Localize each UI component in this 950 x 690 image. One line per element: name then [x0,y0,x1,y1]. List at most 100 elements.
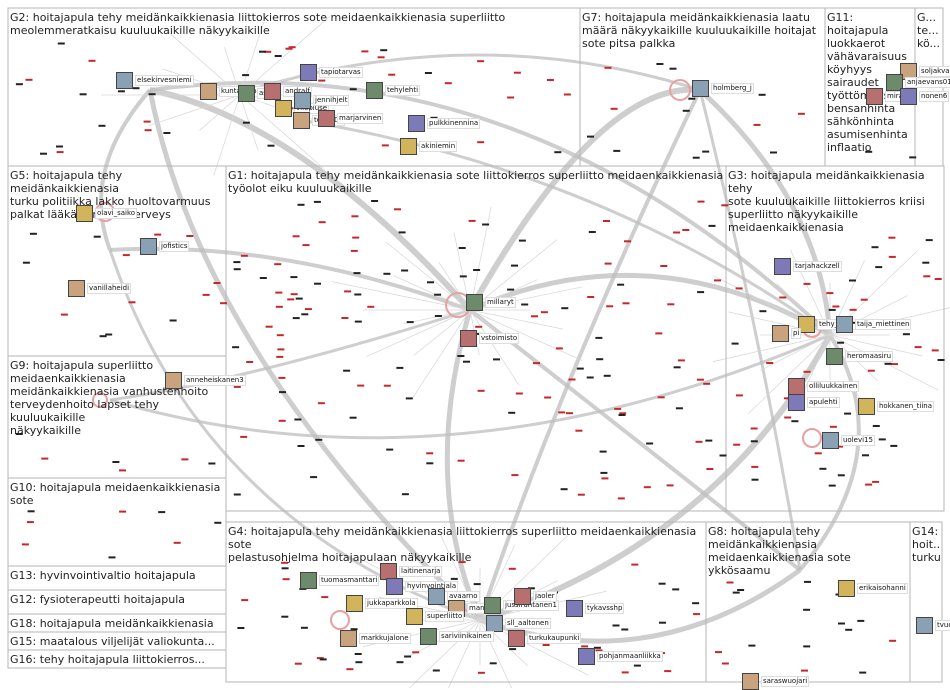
minor-node [566,412,573,415]
group-title-g_small: G... te... kö... [917,11,941,50]
minor-node [22,261,30,264]
minor-node [128,301,136,304]
node-tapiotarvas: tapiotarvas [300,64,363,81]
node-edge [469,309,524,354]
minor-node [735,287,743,290]
avatar [486,615,503,632]
node-marjarvinen: marjarvinen [318,110,384,127]
node-label: tvuola [935,620,950,631]
avatar [742,673,759,690]
minor-node [507,96,515,99]
node-label: tuomasmanttari [319,575,380,586]
node-label: markkujalone [359,633,411,644]
minor-node [804,580,811,583]
group-box-g14 [909,521,943,683]
group-edge [147,89,482,622]
group-title-g12: G12: fysioterapeutti hoitajapula [10,593,186,606]
minor-node [669,67,677,70]
minor-node [350,249,358,252]
minor-node [878,438,886,441]
node-saraswuojari: saraswuojari [742,673,810,690]
minor-node [343,369,351,372]
group-edge [299,118,831,337]
avatar [408,115,425,132]
group-title-g15: G15: maatalous viljelijät valiokunta... [10,635,215,648]
minor-node [292,235,300,238]
node-label: turkukaupunki [527,633,582,644]
node-label: pulkkinennina [427,118,481,129]
minor-node [829,425,837,428]
avatar [165,372,182,389]
node-olliluukkainen: olliluukkainen [788,378,860,395]
minor-node [624,240,631,243]
node-label: anneheiskanen3 [184,375,246,386]
minor-node [202,293,210,296]
minor-node [457,459,465,462]
minor-node [220,302,227,305]
node-label: hokkanen_tiina [877,401,935,412]
minor-node [434,315,442,317]
self-loop [669,79,691,101]
minor-node [633,664,641,667]
minor-node [601,477,609,480]
avatar [566,600,583,617]
minor-node [748,644,756,647]
group-edge [99,88,152,251]
group-edge [478,89,702,621]
minor-node [865,150,873,153]
node-jukkaparkkola: jukkaparkkola [346,595,418,612]
minor-node [25,78,33,81]
node-vanillaheidi: vanillaheidi [68,280,132,297]
avatar [346,595,363,612]
minor-node [444,82,452,85]
minor-node [779,296,787,299]
minor-node [862,454,869,457]
minor-node [367,305,375,308]
node-avaarno: avaarno [428,588,480,605]
minor-node [511,474,519,477]
minor-node [233,261,241,264]
minor-node [295,297,303,300]
minor-node [357,384,365,387]
node-label: jukkaparkkola [365,598,418,609]
node-pohjanmaanliikka: pohjanmaanliikka [578,648,663,665]
avatar [866,88,883,105]
avatar [386,578,403,595]
minor-node [60,313,68,316]
minor-node [242,74,250,77]
avatar [400,138,417,155]
self-loop [802,428,822,448]
node-label: akiniemin [419,141,458,152]
minor-node [265,325,273,328]
minor-node [593,646,601,649]
minor-node [708,224,716,227]
minor-node [814,452,822,455]
minor-node [518,239,526,242]
node-edge [366,309,471,357]
minor-node [845,628,853,631]
minor-node [675,407,683,410]
avatar [836,316,853,333]
avatar [578,648,595,665]
minor-node [401,269,409,272]
minor-node [511,264,518,267]
avatar [300,572,317,589]
minor-node [838,622,845,625]
minor-node [753,123,761,126]
node-label: vstoimisto [479,333,520,344]
minor-node [604,66,612,69]
group-edge [468,308,802,572]
minor-node [865,483,873,486]
minor-node [828,484,836,487]
minor-node [612,624,620,627]
node-label: millaryt [485,297,516,308]
minor-node [819,467,827,470]
minor-node [41,457,49,460]
minor-node [214,521,222,524]
node-turkukaupunki: turkukaupunki [508,630,582,647]
minor-node [281,615,289,618]
minor-node [315,438,323,441]
node-edge [469,309,583,362]
minor-node [750,440,758,443]
minor-node [836,445,844,448]
